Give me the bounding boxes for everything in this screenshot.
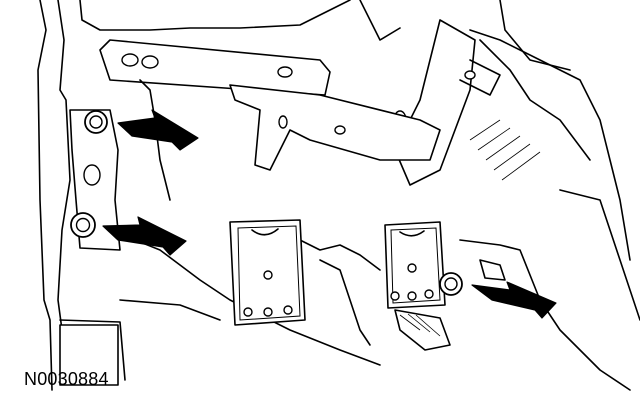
left-mount-bracket: [229, 219, 306, 326]
right-bolt-icon: [439, 272, 463, 296]
right-mount-bracket: [384, 221, 446, 309]
arrow-right-icon: [471, 281, 557, 319]
upper-left-bolt-icon: [84, 110, 108, 134]
arrow-lower-left-icon: [102, 216, 187, 256]
lower-left-bolt-icon: [70, 212, 96, 238]
vehicle-structure: [37, 0, 640, 391]
arrow-upper-left-icon: [117, 109, 199, 151]
figure-reference-code: N0030884: [24, 369, 109, 389]
